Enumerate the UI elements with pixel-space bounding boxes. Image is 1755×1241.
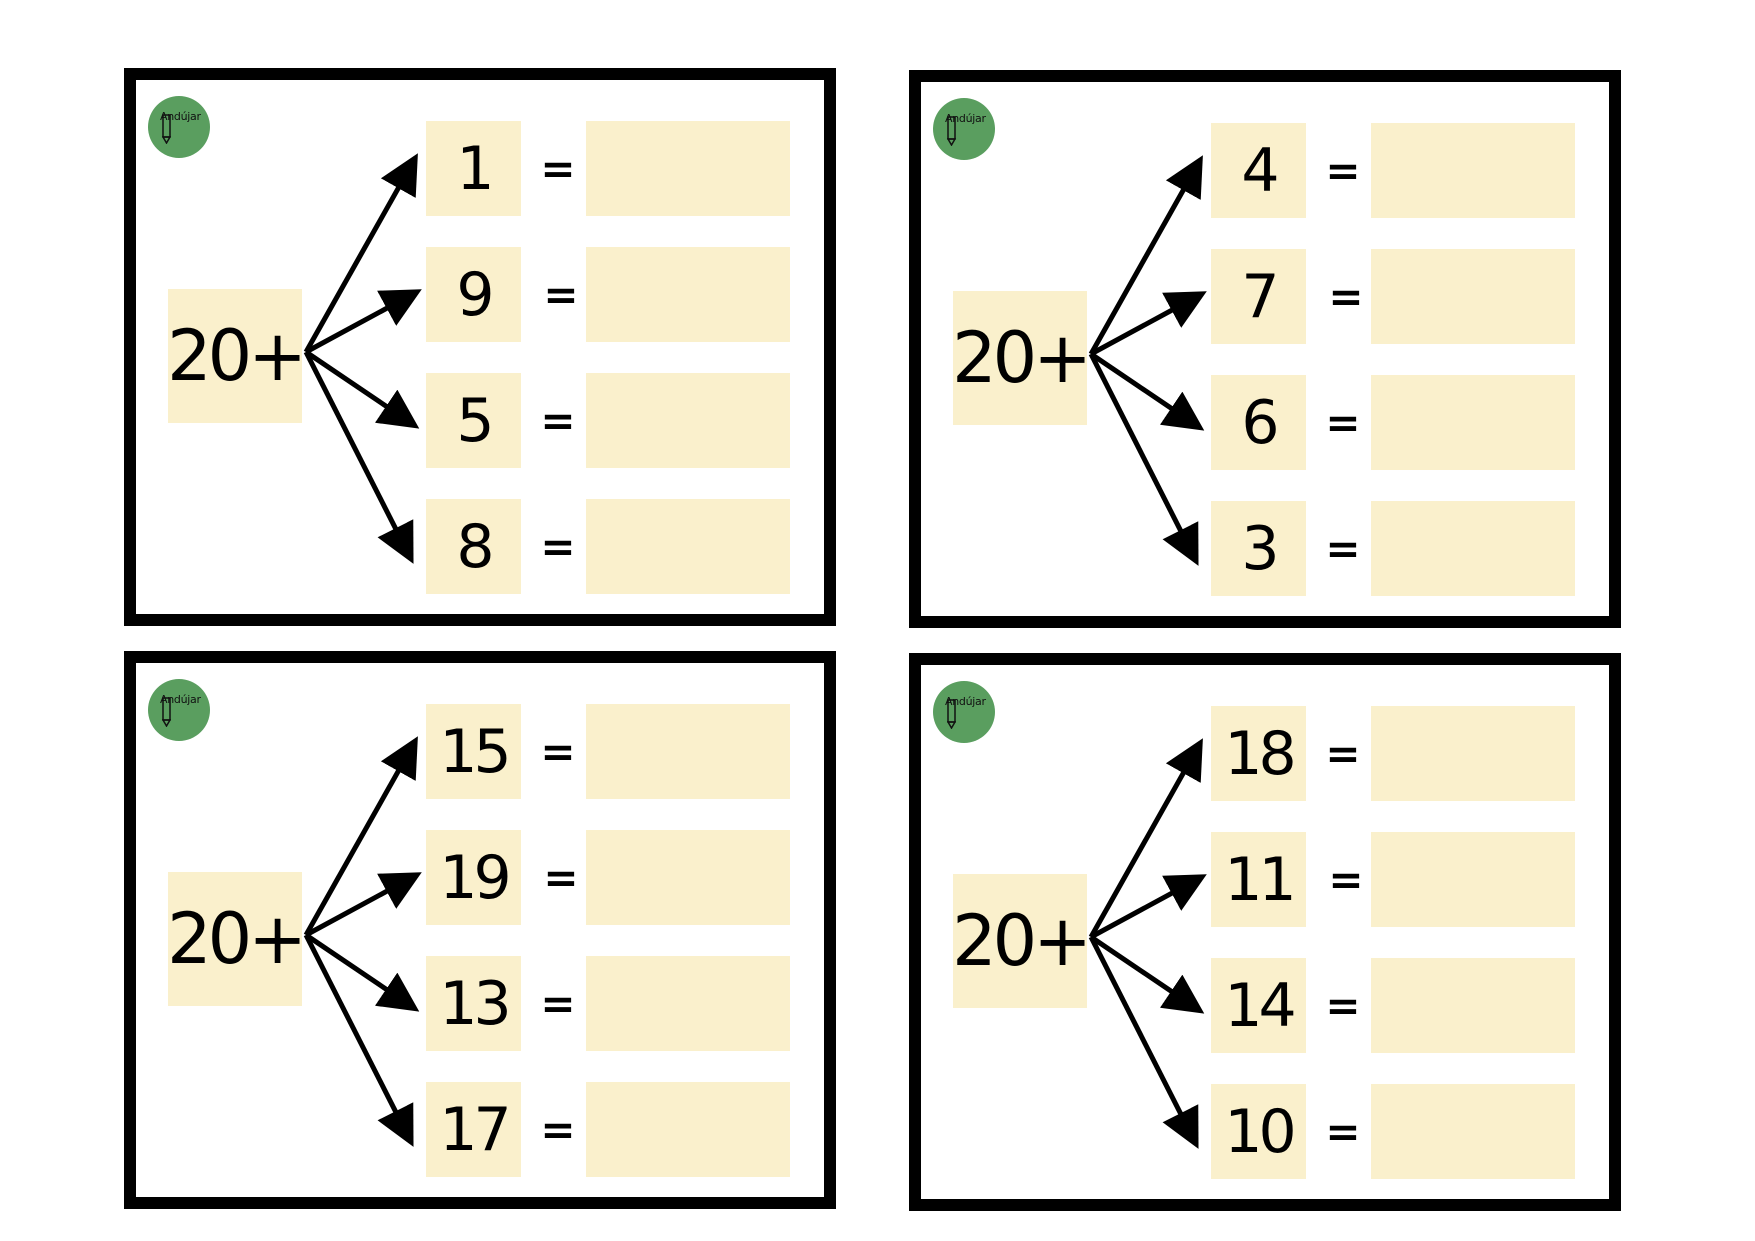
answer-box (1371, 706, 1575, 801)
equals-sign: = (1325, 146, 1361, 195)
addend-box: 19 (426, 830, 521, 925)
logo-text: Andújar (945, 112, 986, 125)
worksheet-card-3: Andújar 20+ 15 = 19 = 13 = 17 = (124, 651, 836, 1209)
addend-box: 13 (426, 956, 521, 1051)
logo-badge: Andújar (933, 681, 995, 743)
addend-box: 18 (1211, 706, 1306, 801)
logo-badge: Andújar (148, 679, 210, 741)
equals-sign: = (1328, 855, 1364, 904)
addend-box: 10 (1211, 1084, 1306, 1179)
addend-box: 4 (1211, 123, 1306, 218)
logo-text: Andújar (945, 695, 986, 708)
answer-box (586, 704, 790, 799)
base-number-box: 20+ (167, 289, 307, 423)
answer-box (1371, 123, 1575, 218)
pencil-icon (947, 116, 956, 146)
equals-sign: = (540, 1105, 576, 1154)
answer-box (586, 121, 790, 216)
addend-box: 14 (1211, 958, 1306, 1053)
equals-sign: = (1325, 398, 1361, 447)
answer-box (1371, 832, 1575, 927)
addend-box: 15 (426, 704, 521, 799)
addend-box: 6 (1211, 375, 1306, 470)
equals-sign: = (543, 270, 579, 319)
pencil-icon (162, 114, 171, 144)
equals-sign: = (540, 396, 576, 445)
equals-sign: = (1328, 272, 1364, 321)
answer-box (586, 830, 790, 925)
arrows-diagram (1088, 738, 1207, 1149)
pencil-icon (947, 699, 956, 729)
equals-sign: = (543, 853, 579, 902)
equals-sign: = (1325, 981, 1361, 1030)
answer-box (586, 499, 790, 594)
answer-box (1371, 1084, 1575, 1179)
worksheet-card-2: Andújar 20+ 4 = 7 = 6 = 3 = (909, 70, 1621, 628)
addend-box: 9 (426, 247, 521, 342)
equals-sign: = (1325, 524, 1361, 573)
addend-box: 3 (1211, 501, 1306, 596)
answer-box (1371, 958, 1575, 1053)
arrows-diagram (303, 736, 422, 1147)
answer-box (1371, 375, 1575, 470)
addend-box: 8 (426, 499, 521, 594)
pencil-icon (162, 697, 171, 727)
worksheet-card-4: Andújar 20+ 18 = 11 = 14 = 10 = (909, 653, 1621, 1211)
equals-sign: = (540, 522, 576, 571)
addend-box: 1 (426, 121, 521, 216)
arrows-diagram (303, 153, 422, 564)
addend-box: 11 (1211, 832, 1306, 927)
base-number-box: 20+ (167, 872, 307, 1006)
logo-badge: Andújar (933, 98, 995, 160)
logo-text: Andújar (160, 693, 201, 706)
equals-sign: = (1325, 1107, 1361, 1156)
equals-sign: = (540, 144, 576, 193)
answer-box (586, 373, 790, 468)
logo-text: Andújar (160, 110, 201, 123)
answer-box (586, 247, 790, 342)
equals-sign: = (540, 727, 576, 776)
worksheet-card-1: Andújar 20+ 1 = 9 = 5 = 8 = (124, 68, 836, 626)
answer-box (586, 956, 790, 1051)
equals-sign: = (1325, 729, 1361, 778)
base-number-box: 20+ (952, 291, 1092, 425)
answer-box (1371, 501, 1575, 596)
addend-box: 5 (426, 373, 521, 468)
answer-box (1371, 249, 1575, 344)
arrows-diagram (1088, 155, 1207, 566)
equals-sign: = (540, 979, 576, 1028)
base-number-box: 20+ (952, 874, 1092, 1008)
addend-box: 7 (1211, 249, 1306, 344)
answer-box (586, 1082, 790, 1177)
addend-box: 17 (426, 1082, 521, 1177)
logo-badge: Andújar (148, 96, 210, 158)
